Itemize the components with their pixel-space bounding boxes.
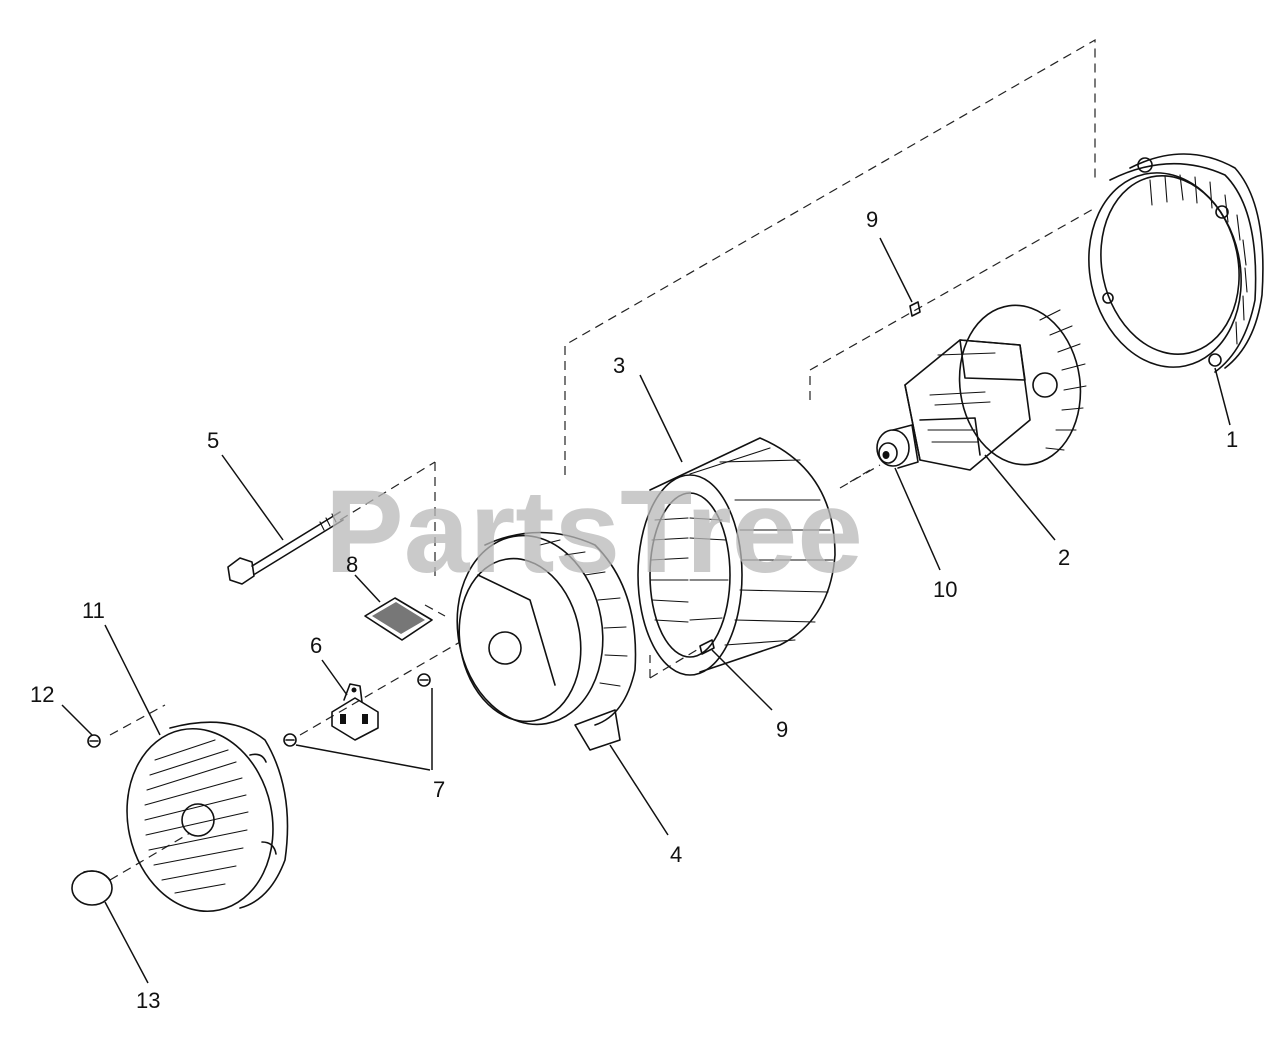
callout-13: 13 — [136, 988, 160, 1013]
callout-4: 4 — [670, 842, 682, 867]
callout-7: 7 — [433, 777, 445, 802]
callout-9-bottom: 9 — [776, 717, 788, 742]
callout-6: 6 — [310, 633, 322, 658]
callout-5: 5 — [207, 428, 219, 453]
part-9-pins — [699, 237, 921, 711]
callout-11: 11 — [82, 598, 105, 623]
part-10-bearing — [876, 424, 941, 571]
part-13-cap — [71, 870, 149, 984]
callout-3: 3 — [613, 353, 625, 378]
part-12-screw — [61, 704, 101, 748]
part-8-pad — [354, 574, 433, 641]
part-4-front-housing — [456, 531, 669, 836]
part-11-end-cover — [104, 624, 289, 913]
part-5-through-bolt — [221, 454, 344, 585]
callout-9-top: 9 — [866, 207, 878, 232]
assembly-guide-lines — [109, 38, 1096, 881]
watermark-text: PartsTree — [325, 466, 863, 598]
part-3-stator — [637, 374, 836, 676]
callout-2: 2 — [1058, 545, 1070, 570]
callout-10: 10 — [933, 577, 957, 602]
part-7-screws — [283, 673, 433, 771]
callout-8: 8 — [346, 552, 358, 577]
part-2-rotor — [904, 304, 1087, 541]
part-6-brush-holder — [321, 659, 379, 741]
callout-1: 1 — [1226, 427, 1238, 452]
callout-labels: 1 2 3 4 5 6 7 8 9 9 10 11 12 13 — [30, 207, 1238, 1013]
part-1-rear-housing — [1088, 153, 1264, 426]
callout-12: 12 — [30, 682, 54, 707]
